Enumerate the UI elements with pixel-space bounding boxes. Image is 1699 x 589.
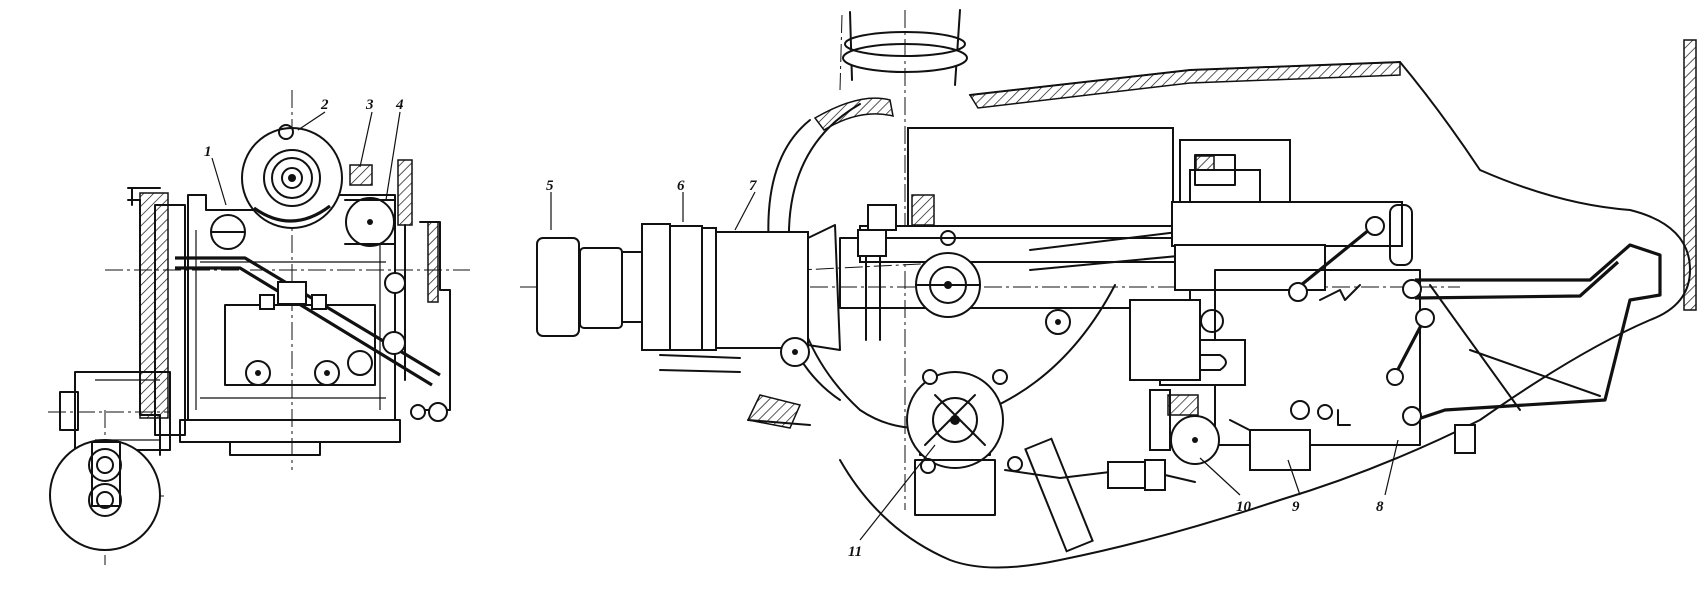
roller-bracket [1249,429,1311,471]
callout-10: 10 [1236,499,1252,515]
cable-connector [1024,437,1094,553]
coupling-flange [641,223,671,351]
leader-lines-left [211,111,401,206]
callout-8: 8 [1376,499,1384,515]
callout-9: 9 [1292,499,1300,515]
spring-housing [349,164,373,186]
callout-3: 3 [365,97,374,113]
callout-5: 5 [546,178,554,194]
mounting-plate [1214,269,1421,446]
eyepiece [536,237,580,337]
callout-1: 1 [204,144,212,160]
callout-labels: 1 2 3 4 5 6 7 8 9 10 11 [204,97,1384,560]
linkage-rod [175,256,441,377]
callout-4: 4 [395,97,404,113]
frame-rod [1414,243,1662,422]
outer-casing-contour [839,61,1691,569]
side-view-assembly [520,9,1697,569]
optical-tube [715,231,809,349]
upper-channel [907,127,1174,227]
callout-2: 2 [320,97,329,113]
lever-lower [1393,317,1427,376]
end-view-assembly [48,90,470,565]
callout-6: 6 [677,178,685,194]
callout-11: 11 [848,544,862,560]
callout-7: 7 [749,178,757,194]
top-pipe [849,9,961,86]
lever-upper [1293,223,1377,292]
